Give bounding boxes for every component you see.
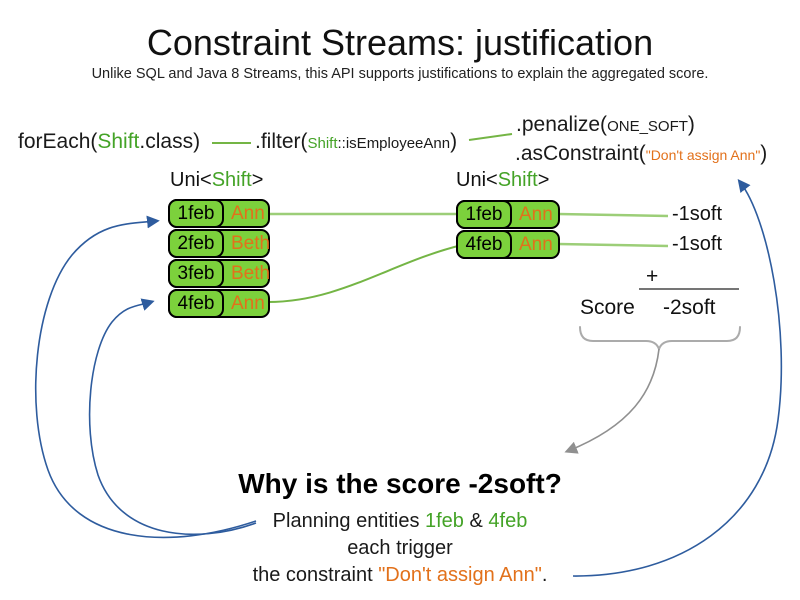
code-filter: .filter(Shift::isEmployeeAnn) [255,130,457,154]
code-penalize-arg: ONE_SOFT [607,118,688,135]
score-brace [579,326,741,352]
table-row: 3feb Beth [168,259,270,288]
blue-arrow-to-constraint [572,178,783,577]
explanation-line3-post: . [541,564,548,586]
shift-employee: Ann [519,233,553,255]
slide-subtitle: Unlike SQL and Java 8 Streams, this API … [91,66,709,82]
score-label: Score [580,296,635,319]
slide-title: Constraint Streams: justification [146,22,654,63]
shift-employee: Ann [231,202,265,224]
table-row: 1feb Ann [456,200,560,229]
shift-employee: Ann [231,292,265,314]
right-stream-label-post: > [537,169,550,191]
gray-arrow-score-to-question [564,348,660,454]
shift-date: 2feb [168,229,224,258]
entity-1feb: 1feb [425,510,464,532]
constraint-name: "Don't assign Ann" [378,564,542,586]
shift-date: 3feb [168,259,224,288]
shift-employee: Ann [519,203,553,225]
explanation-block: Why is the score -2soft? Planning entiti… [45,468,755,589]
code-foreach-pre: forEach( [18,130,98,153]
table-row: 4feb Ann [456,230,560,259]
code-filter-lambda: ::isEmployeeAnn [337,135,451,152]
score-total: -2soft [663,296,716,319]
code-penalize-post: ) [687,113,695,136]
code-asconstraint-pre: .asConstraint( [515,142,646,165]
shift-employee: Beth [231,262,271,284]
table-row: 1feb Ann [168,199,270,228]
entity-4feb: 4feb [488,510,528,532]
code-filter-post: ) [450,130,458,153]
right-stream-label-type: Shift [497,169,538,191]
code-foreach-post: .class) [139,130,201,153]
explanation-line-1: Planning entities 1feb & 4feb [45,508,755,535]
blue-arrow-to-4feb [88,298,257,536]
code-foreach-type: Shift [97,130,140,153]
code-foreach: forEach(Shift.class) [18,130,200,154]
right-stream-label-pre: Uni< [456,169,498,191]
green-connector-penalty-2 [557,242,669,248]
green-connector-4feb [267,244,463,303]
explanation-line1-pre: Planning entities [272,510,425,532]
code-asconstraint-arg: "Don't assign Ann" [645,147,761,163]
code-filter-pre: .filter( [255,130,308,153]
left-stream-label-post: > [251,169,264,191]
green-connector-penalty-1 [557,212,669,218]
code-penalize-pre: .penalize( [516,113,608,136]
code-penalize: .penalize(ONE_SOFT) [516,113,695,137]
explanation-amp: & [463,510,489,532]
shift-date: 1feb [456,200,512,229]
shift-date: 4feb [456,230,512,259]
penalty-1: -1soft [672,203,723,225]
shift-date: 4feb [168,289,224,318]
explanation-line-3: the constraint "Don't assign Ann". [45,562,755,589]
left-stream-label-type: Shift [211,169,252,191]
plus-sign: + [646,265,659,288]
shift-date: 1feb [168,199,224,228]
left-stream-label: Uni<Shift> [170,169,263,192]
table-row: 4feb Ann [168,289,270,318]
explanation-line3-pre: the constraint [252,564,379,586]
blue-arrow-to-1feb [34,215,257,539]
explanation-line-2: each trigger [347,537,453,559]
code-asconstraint: .asConstraint("Don't assign Ann") [515,142,767,166]
code-filter-type: Shift [307,135,338,152]
left-stream-label-pre: Uni< [170,169,212,191]
why-question: Why is the score -2soft? [238,468,562,499]
green-connector-filter-penalize [468,133,513,141]
right-stream-label: Uni<Shift> [456,169,549,192]
table-row: 2feb Beth [168,229,270,258]
shift-employee: Beth [231,232,271,254]
code-asconstraint-post: ) [760,142,768,165]
penalty-2: -1soft [672,233,723,255]
